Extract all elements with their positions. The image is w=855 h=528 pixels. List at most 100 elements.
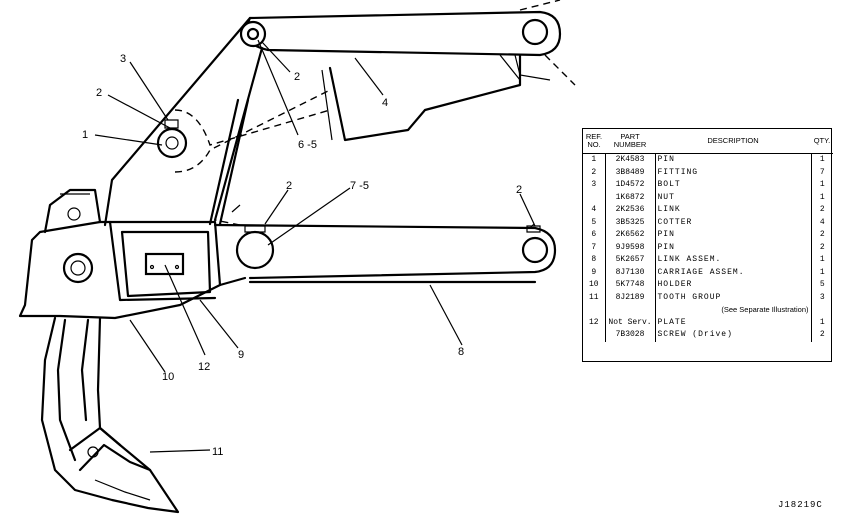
row-qty: 1 <box>810 266 833 279</box>
row-description: PLATE <box>657 317 687 327</box>
table-row: (See Separate Illustration) <box>583 304 833 317</box>
row-part-number: 8J2189 <box>605 291 656 304</box>
row-ref: 6 <box>583 229 606 242</box>
callout-8: 8 <box>458 346 464 358</box>
shank-and-tooth <box>40 316 180 514</box>
upper-link <box>239 0 576 86</box>
callout-2b: 2 <box>294 71 300 83</box>
row-part-number: 5K7748 <box>605 279 656 292</box>
header-ref-no: REF. NO. <box>583 129 605 154</box>
row-ref: 5 <box>583 216 606 229</box>
row-qty: 2 <box>810 241 833 254</box>
callout-7: 7 -5 <box>350 180 369 192</box>
parts-table-header: REF. NO. PART NUMBER DESCRIPTION QTY. <box>583 129 833 154</box>
row-description: FITTING <box>657 167 699 177</box>
callout-6: 6 -5 <box>298 139 317 151</box>
main-frame <box>18 188 222 320</box>
callout-11: 11 <box>212 446 223 458</box>
row-ref: 4 <box>583 204 606 217</box>
row-qty <box>810 304 833 317</box>
row-description: BOLT <box>657 180 681 190</box>
row-ref <box>583 304 606 317</box>
row-qty: 2 <box>810 329 833 342</box>
callout-12: 12 <box>198 361 210 373</box>
row-ref: 2 <box>583 166 606 179</box>
row-description: NUT <box>657 192 675 202</box>
callout-labels: 1 2 3 2 4 6 -5 2 7 -5 2 8 9 12 10 11 <box>82 53 522 458</box>
leader-lines <box>94 39 536 453</box>
header-description: DESCRIPTION <box>655 129 811 154</box>
row-part-number: 8J7130 <box>605 266 656 279</box>
callout-2a: 2 <box>96 87 102 99</box>
row-part-number: 5K2657 <box>605 254 656 267</box>
row-part-number: 3B5325 <box>605 216 656 229</box>
lower-link <box>213 204 557 287</box>
header-qty: QTY. <box>811 129 833 154</box>
row-ref <box>583 191 606 204</box>
row-part-number: 7B3028 <box>605 329 656 342</box>
row-description: SCREW (Drive) <box>657 330 733 340</box>
callout-9: 9 <box>238 349 244 361</box>
row-description: HOLDER <box>657 280 693 290</box>
row-qty: 1 <box>810 191 833 204</box>
row-qty: 1 <box>810 179 833 192</box>
row-part-number <box>605 304 656 317</box>
row-description: LINK <box>657 205 681 215</box>
row-qty: 1 <box>810 254 833 267</box>
row-qty: 7 <box>810 166 833 179</box>
row-part-number: 3B8489 <box>605 166 656 179</box>
row-ref: 7 <box>583 241 606 254</box>
row-qty: 3 <box>810 291 833 304</box>
row-ref: 10 <box>583 279 606 292</box>
callout-10: 10 <box>162 371 174 383</box>
row-ref: 3 <box>583 179 606 192</box>
row-part-number: 2K6562 <box>605 229 656 242</box>
row-part-number: 2K2536 <box>605 204 656 217</box>
row-qty: 1 <box>810 316 833 329</box>
row-part-number: Not Serv. <box>605 316 656 329</box>
callout-2c: 2 <box>286 180 292 192</box>
row-description: PIN <box>657 155 675 165</box>
row-ref: 8 <box>583 254 606 267</box>
row-part-number: 1D4572 <box>605 179 656 192</box>
row-qty: 1 <box>810 153 833 167</box>
row-part-number: 2K4583 <box>605 153 656 167</box>
row-qty: 2 <box>810 229 833 242</box>
callout-2d: 2 <box>516 184 522 196</box>
row-qty: 5 <box>810 279 833 292</box>
row-description: PIN <box>657 242 675 252</box>
row-qty: 4 <box>810 216 833 229</box>
row-ref <box>583 329 606 342</box>
row-ref: 9 <box>583 266 606 279</box>
row-ref: 11 <box>583 291 606 304</box>
callout-1: 1 <box>82 129 88 141</box>
row-ref: 1 <box>583 153 606 167</box>
row-part-number: 9J9598 <box>605 241 656 254</box>
row-description: CARRIAGE ASSEM. <box>657 267 745 277</box>
callout-3: 3 <box>120 53 126 65</box>
row-ref: 12 <box>583 316 606 329</box>
row-description: LINK ASSEM. <box>657 255 722 265</box>
upper-body <box>103 16 522 227</box>
row-description: (See Separate Illustration) <box>721 305 809 315</box>
header-part-number: PART NUMBER <box>605 129 655 154</box>
illustration-code: J18219C <box>778 500 823 510</box>
row-description: COTTER <box>657 217 693 227</box>
